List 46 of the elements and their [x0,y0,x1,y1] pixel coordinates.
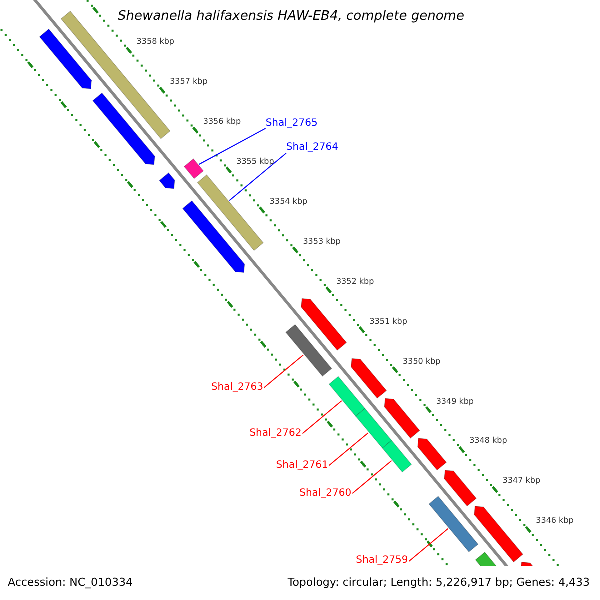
gene-segment [159,172,176,190]
gene-segment [182,200,246,274]
gene-label: Shal_2764 [286,143,338,154]
leader-line [408,528,449,562]
leader-line [328,432,369,466]
gene-segment [328,376,366,417]
gene-segment [350,358,388,399]
gene-segment [286,324,332,377]
scale-label: 3356 kbp [203,118,242,126]
gene-segment [428,496,479,553]
leader-line [264,354,304,388]
scale-label: 3351 kbp [370,318,408,326]
gene-segment [92,92,156,166]
gene-segment [382,440,412,473]
scale-label: 3347 kbp [502,477,541,486]
title: Shewanella halifaxensis HAW-EB4, complete genome [118,10,464,23]
gene-segment [418,438,448,471]
genome-summary-text: Topology: circular; Length: 5,226,917 bp; Genes: 4,433 [288,577,590,588]
gene-segment [301,298,348,351]
accession-text: Accession: NC_010334 [8,577,134,588]
scale-label: 3346 kbp [536,517,574,526]
gene-label: Shal_2760 [300,488,352,499]
scale-label: 3355 kbp [236,158,274,166]
gene-segment [474,506,524,563]
leader-line [352,460,392,494]
scale-label: 3349 kbp [436,398,474,406]
gene-segment [355,408,392,449]
scale-label: 3353 kbp [303,238,341,246]
scale-label: 3350 kbp [403,358,441,366]
leader-line [198,128,266,165]
gene-segment [444,470,477,507]
scale-label: 3357 kbp [170,78,208,86]
gene-segment [184,158,204,180]
gene-segment [384,398,420,439]
leader-line [302,400,342,434]
gene-segment [39,28,92,90]
leader-line [229,152,287,202]
gene-label: Shal_2763 [211,382,264,393]
scale-label: 3352 kbp [336,278,374,286]
scale-label: 3348 kbp [470,437,508,446]
gene-label: Shal_2761 [276,460,328,471]
gene-segment [197,174,264,252]
gene-label: Shal_2765 [266,118,318,129]
gene-label: Shal_2759 [356,556,408,566]
scale-label: 3358 kbp [136,38,174,46]
gene-label: Shal_2762 [250,428,302,439]
